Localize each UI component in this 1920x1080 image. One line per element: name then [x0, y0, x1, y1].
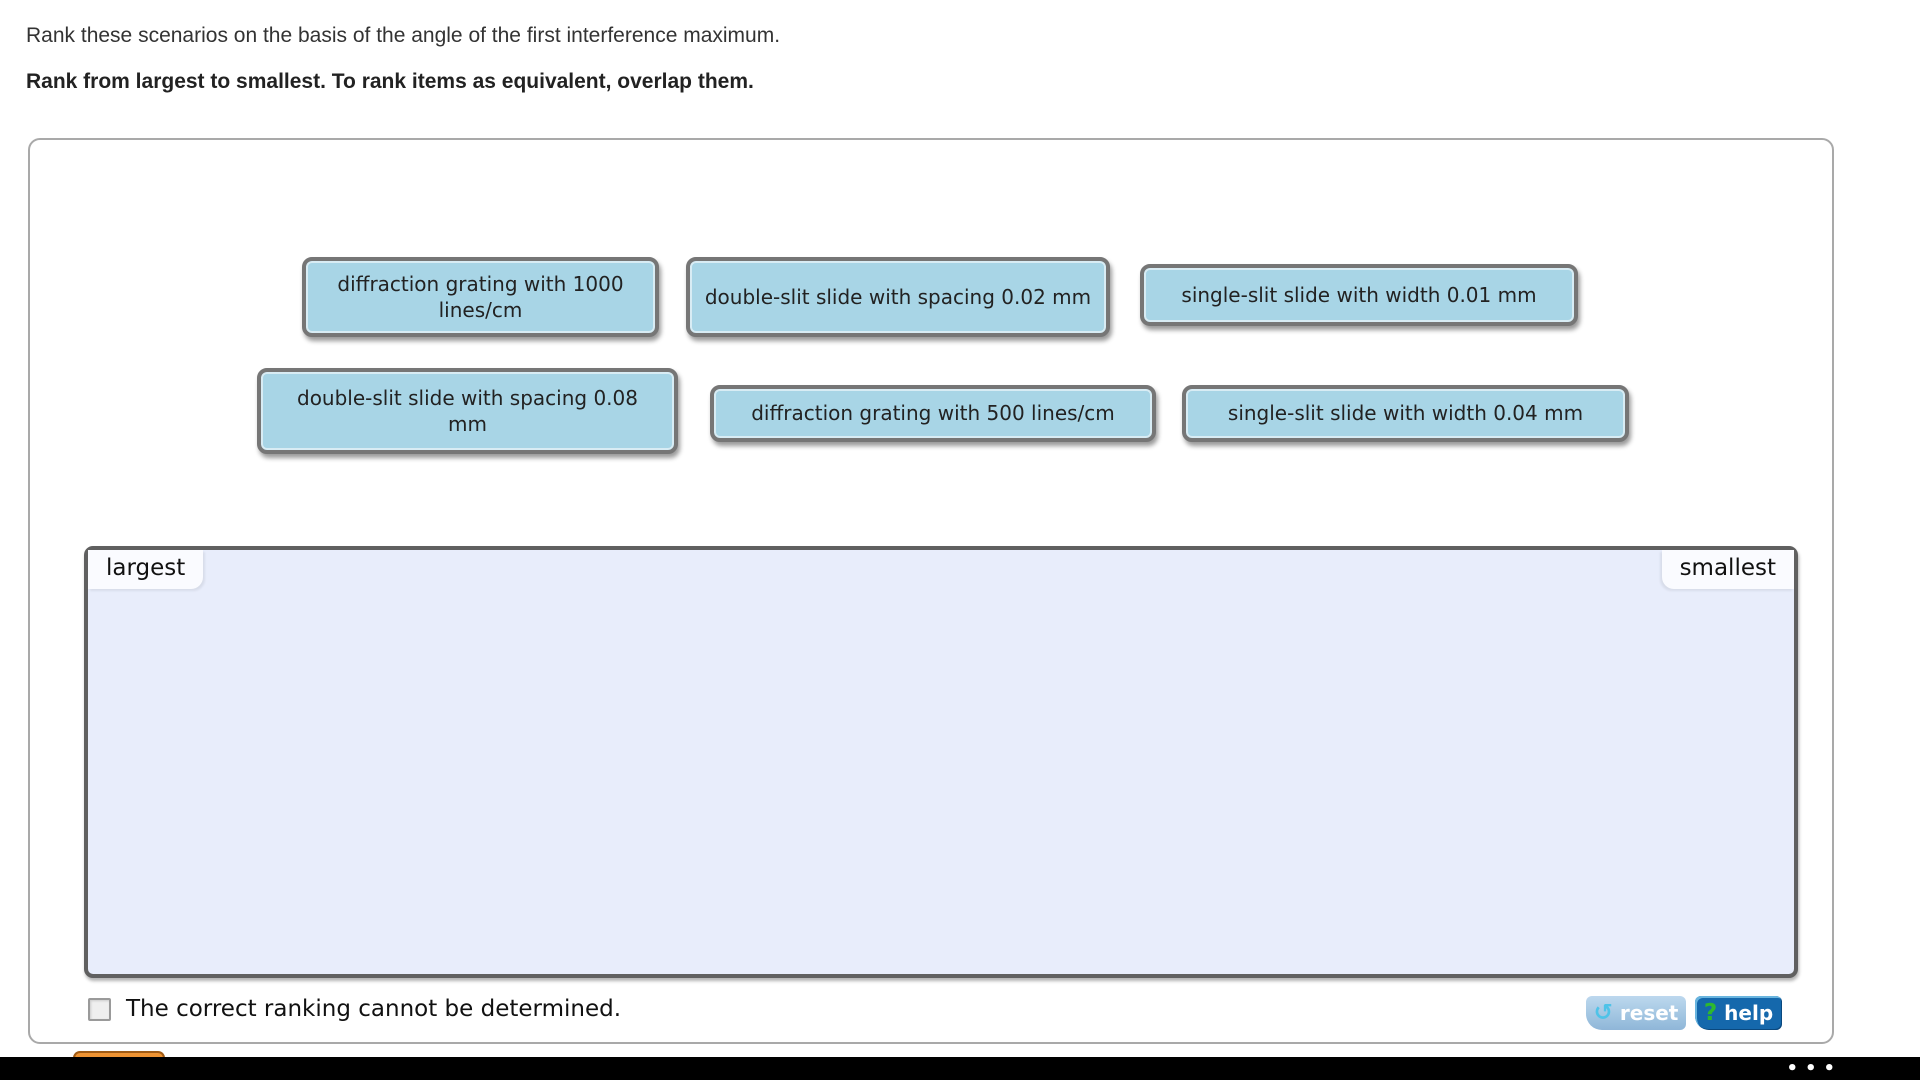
draggable-item-diffraction-500[interactable]: diffraction grating with 500 lines/cm [710, 385, 1156, 442]
bottom-bar: ••• [0, 1057, 1920, 1080]
ranking-task-container: diffraction grating with 1000 lines/cm d… [28, 138, 1834, 1044]
reset-button[interactable]: ↺ reset [1586, 996, 1686, 1030]
ranking-drop-area[interactable]: largest smallest [84, 546, 1798, 978]
reset-button-label: reset [1619, 1001, 1679, 1025]
cannot-determine-row: The correct ranking cannot be determined… [88, 996, 621, 1022]
draggable-item-double-slit-002[interactable]: double-slit slide with spacing 0.02 mm [686, 257, 1110, 337]
draggable-item-diffraction-1000[interactable]: diffraction grating with 1000 lines/cm [302, 257, 659, 337]
draggable-item-double-slit-008[interactable]: double-slit slide with spacing 0.08 mm [257, 368, 678, 454]
instruction-text: Rank these scenarios on the basis of the… [26, 24, 781, 47]
ellipsis-more-icon[interactable]: ••• [1786, 1057, 1842, 1079]
help-question-icon: ? [1703, 999, 1718, 1026]
draggable-item-single-slit-004[interactable]: single-slit slide with width 0.04 mm [1182, 385, 1629, 442]
cannot-determine-checkbox[interactable] [88, 997, 111, 1021]
smallest-label: smallest [1661, 550, 1794, 589]
draggable-item-single-slit-001[interactable]: single-slit slide with width 0.01 mm [1140, 264, 1578, 326]
reset-arrow-icon: ↺ [1593, 999, 1613, 1026]
largest-label: largest [88, 550, 204, 589]
cannot-determine-label: The correct ranking cannot be determined… [126, 996, 622, 1022]
help-button[interactable]: ? help [1695, 996, 1782, 1030]
instruction-bold-text: Rank from largest to smallest. To rank i… [26, 70, 754, 93]
help-button-label: help [1724, 1001, 1774, 1025]
